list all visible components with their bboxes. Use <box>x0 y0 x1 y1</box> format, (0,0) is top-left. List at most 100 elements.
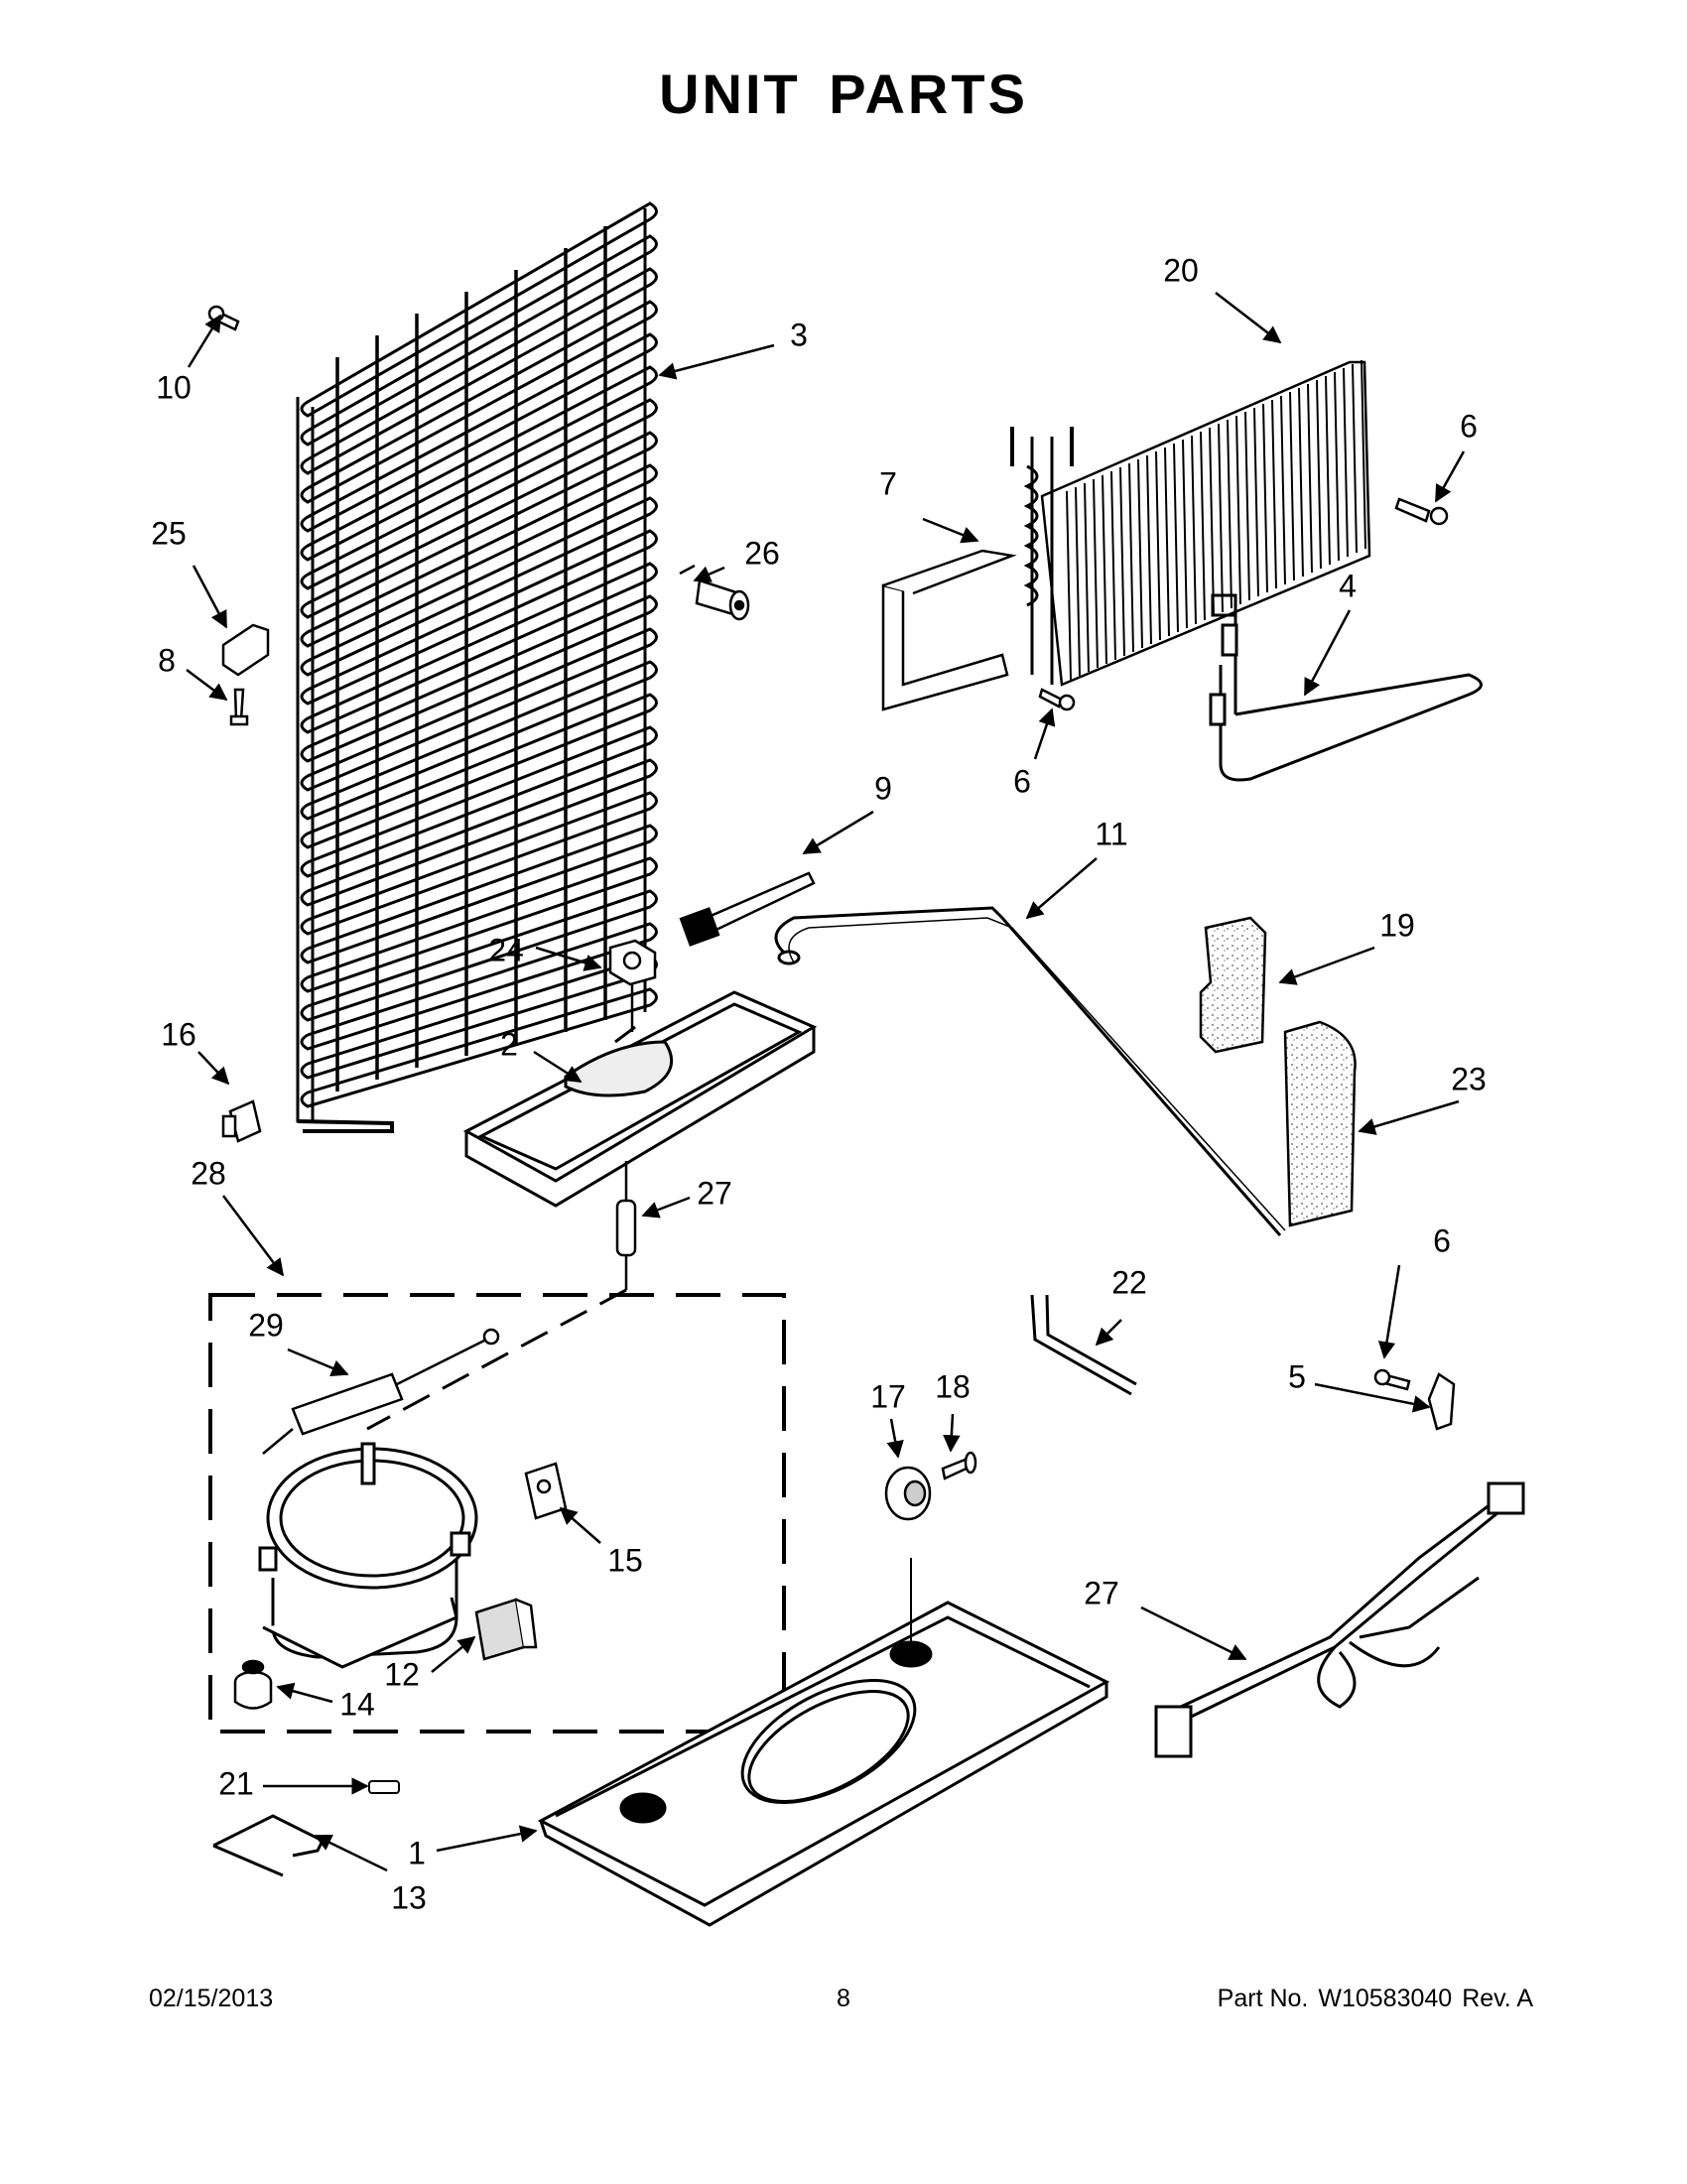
evaporator-fin <box>1307 383 1313 574</box>
evaporator-fin <box>1200 431 1206 621</box>
base-pan <box>537 1558 1110 1927</box>
evaporator-fin <box>1110 470 1116 661</box>
coil-loop <box>300 693 658 849</box>
evaporator-fin <box>1271 399 1277 589</box>
callout-20: 20 <box>1163 252 1199 288</box>
footer-page-number: 8 <box>837 1985 850 2012</box>
coil-loop <box>300 725 658 878</box>
evaporator-fin <box>1182 439 1188 629</box>
drain-plug <box>695 578 750 621</box>
clip-21 <box>368 1780 400 1794</box>
callout-13: 13 <box>391 1879 427 1915</box>
callout-21: 21 <box>218 1765 254 1801</box>
drain-tube-short <box>615 1161 637 1290</box>
callout-labels: 1 2 3 4 5 6 6 6 7 8 9 10 11 12 13 14 15 … <box>151 252 1487 1915</box>
callout-29: 29 <box>248 1307 284 1343</box>
evaporator-fin <box>1280 395 1286 585</box>
callout-24: 24 <box>488 932 524 967</box>
evaporator-fin <box>1164 447 1170 637</box>
callout-12: 12 <box>384 1656 420 1692</box>
callout-1: 1 <box>408 1835 426 1870</box>
drain-connection-line <box>366 1288 627 1431</box>
evaporator-fin <box>1173 443 1179 633</box>
evaporator-bracket <box>881 549 1017 711</box>
bracket-25 <box>221 623 270 677</box>
hex-nut <box>608 939 657 1032</box>
callout-6a: 6 <box>1460 408 1478 444</box>
evaporator-fin <box>1227 419 1233 609</box>
evaporator-fin <box>1343 367 1349 558</box>
screw-6b <box>1038 688 1076 711</box>
evaporator-fin <box>1075 486 1081 677</box>
evaporator-fin <box>1218 423 1224 613</box>
callout-5: 5 <box>1288 1358 1306 1394</box>
callout-16: 16 <box>161 1016 196 1052</box>
drain-pan <box>462 990 818 1208</box>
footer-part-label: Part No. <box>1217 1985 1309 2012</box>
callout-18: 18 <box>935 1368 971 1404</box>
shoulder-screw <box>941 1451 977 1480</box>
evaporator-fin <box>1334 371 1340 562</box>
callout-10: 10 <box>156 369 192 405</box>
evaporator-fin <box>1137 458 1143 649</box>
footer-date: 02/15/2013 <box>149 1985 274 2012</box>
defrost-heater <box>1209 593 1483 782</box>
evaporator-fin <box>1066 490 1072 681</box>
callout-6b: 6 <box>1013 763 1031 799</box>
callout-23: 23 <box>1451 1061 1487 1096</box>
callout-27b: 27 <box>1084 1575 1119 1610</box>
evaporator-fin <box>1146 454 1152 645</box>
footer-revision: Rev. A <box>1462 1985 1533 2012</box>
cable-tie <box>679 871 816 947</box>
evaporator-fin <box>1235 415 1241 605</box>
callout-28: 28 <box>191 1155 226 1191</box>
evaporator-fin <box>1128 462 1134 653</box>
callout-4: 4 <box>1339 568 1357 603</box>
coil-loop <box>300 234 658 447</box>
coil-loop <box>300 824 658 964</box>
evaporator-fin <box>1262 403 1268 593</box>
coil-loop <box>300 529 658 706</box>
filter-drier <box>262 1328 500 1455</box>
coil-loop <box>300 300 658 504</box>
evaporator <box>1010 359 1371 687</box>
coil-loop <box>300 594 658 763</box>
callout-25: 25 <box>151 515 187 551</box>
evaporator-fin <box>1289 391 1295 581</box>
callout-3: 3 <box>790 317 808 352</box>
clip-16 <box>221 1099 262 1143</box>
evaporator-fin <box>1253 407 1259 597</box>
callout-14: 14 <box>339 1686 375 1722</box>
evaporator-fin <box>1191 435 1197 625</box>
coil-loop <box>300 267 658 475</box>
coil-loop <box>300 332 658 533</box>
coil-loop <box>300 791 658 936</box>
evaporator-fin <box>1119 466 1125 657</box>
coil-loop <box>300 496 658 677</box>
coil-loop <box>300 562 658 734</box>
callout-19: 19 <box>1379 907 1415 943</box>
evaporator-fin <box>1325 375 1331 566</box>
evaporator-fin <box>1093 478 1099 669</box>
callout-2: 2 <box>500 1026 518 1062</box>
evaporator-fin <box>1244 411 1250 601</box>
callout-9: 9 <box>874 770 892 806</box>
leader-lines <box>186 292 1466 1872</box>
coil-loop <box>300 660 658 821</box>
evaporator-fin <box>1155 450 1161 641</box>
coil-loop <box>300 627 658 792</box>
mounting-clip <box>1427 1372 1456 1431</box>
callout-15: 15 <box>607 1542 643 1578</box>
start-relay <box>474 1598 538 1661</box>
coil-loop <box>300 987 658 1108</box>
evaporator-fin <box>1084 482 1090 673</box>
page-title: UNIT PARTS <box>659 63 1028 125</box>
callout-27a: 27 <box>697 1175 732 1211</box>
foam-block-23 <box>1283 1020 1357 1227</box>
wire-harness <box>1154 1481 1525 1758</box>
screw-6a <box>1394 497 1449 526</box>
clip-13 <box>212 1814 325 1877</box>
coil-loop <box>300 758 658 907</box>
foam-block-19 <box>1199 916 1267 1054</box>
